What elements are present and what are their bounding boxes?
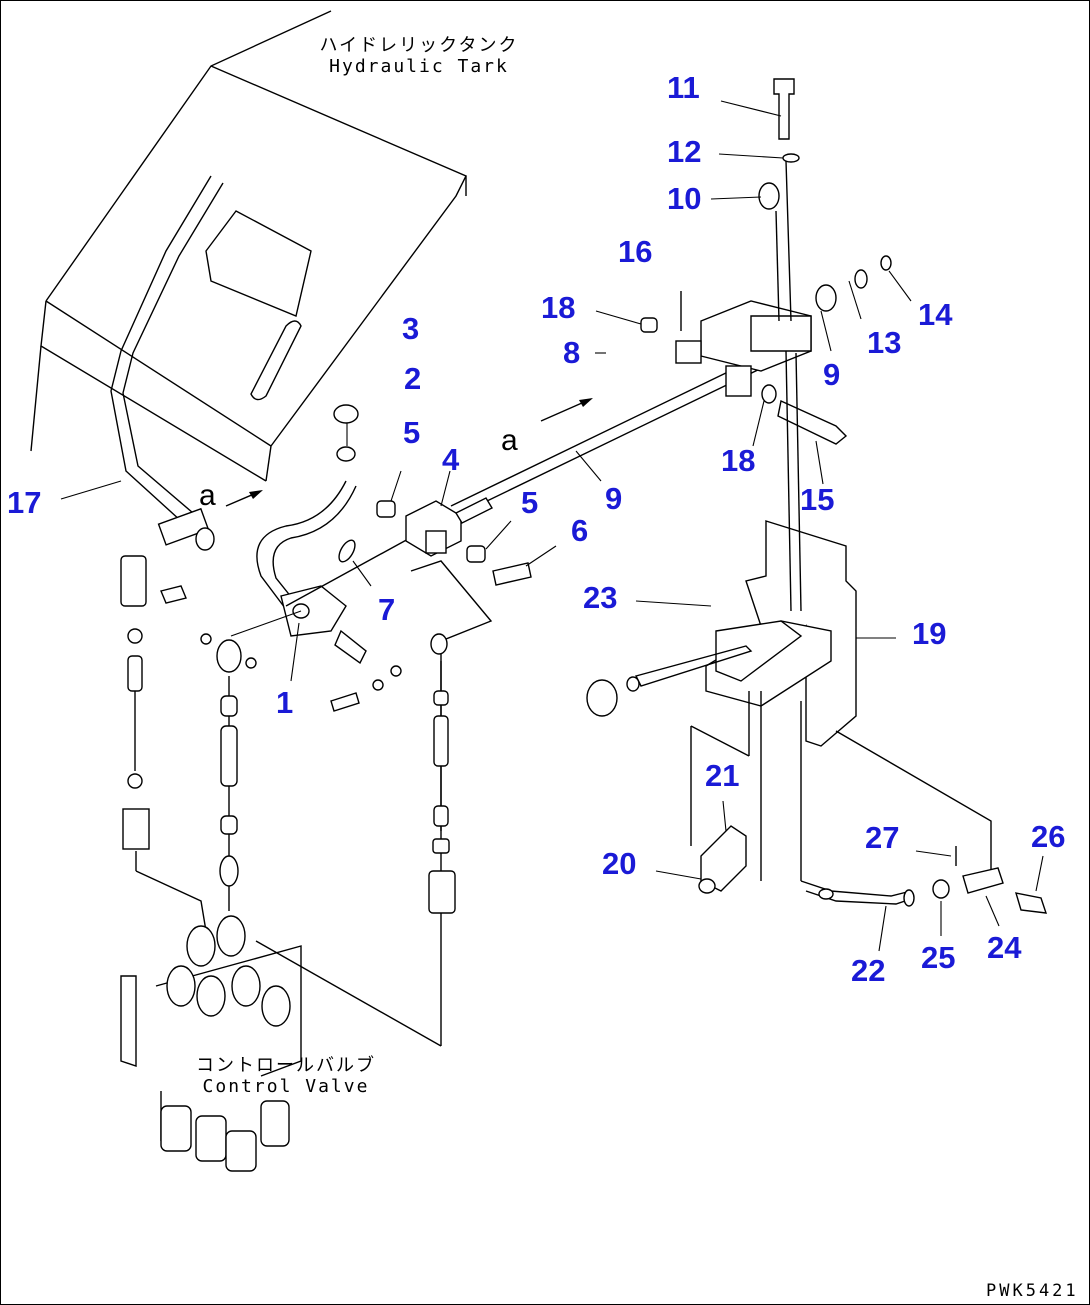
callout-1: 1 bbox=[276, 685, 294, 720]
hydraulic-tank-caption: ハイドレリックタンク Hydraulic Tark bbox=[319, 35, 519, 77]
callout-3: 3 bbox=[402, 311, 420, 346]
callout-18b: 18 bbox=[721, 443, 756, 478]
bracket-4 bbox=[376, 497, 532, 1046]
callout-10: 10 bbox=[667, 181, 702, 216]
hydraulic-tank-en-label: Hydraulic Tark bbox=[329, 55, 509, 77]
callout-26: 26 bbox=[1031, 819, 1066, 854]
middle-rod-chain bbox=[200, 633, 257, 911]
control-valve bbox=[120, 915, 442, 1172]
hydraulic-tank-jp-label: ハイドレリックタンク bbox=[319, 35, 519, 56]
callout-12: 12 bbox=[667, 134, 702, 169]
callout-24: 24 bbox=[987, 930, 1022, 965]
callout-5b: 5 bbox=[521, 485, 539, 520]
callout-6: 6 bbox=[571, 513, 589, 548]
callout-21: 21 bbox=[705, 758, 740, 793]
left-rod-chain bbox=[120, 555, 207, 932]
callout-18a: 18 bbox=[541, 290, 576, 325]
callout-4: 4 bbox=[442, 442, 460, 477]
pipe-17 bbox=[110, 175, 224, 551]
callout-9a: 9 bbox=[823, 357, 841, 392]
callout-27: 27 bbox=[865, 820, 900, 855]
lower-rod-assembly bbox=[800, 846, 1048, 914]
callout-16: 16 bbox=[618, 234, 653, 269]
control-valve-jp-label: コントロールバルブ bbox=[196, 1055, 376, 1076]
hose-assembly bbox=[230, 404, 367, 665]
hydraulic-tank bbox=[30, 10, 467, 482]
callout-23: 23 bbox=[583, 580, 618, 615]
control-valve-en-label: Control Valve bbox=[202, 1075, 370, 1097]
callout-25: 25 bbox=[921, 940, 956, 975]
callout-17: 17 bbox=[7, 485, 42, 520]
callout-20: 20 bbox=[602, 846, 637, 881]
callout-15: 15 bbox=[800, 482, 835, 517]
callout-22: 22 bbox=[851, 953, 886, 988]
section-mark-left: a bbox=[199, 479, 216, 512]
callout-13: 13 bbox=[867, 325, 902, 360]
section-arrows bbox=[225, 398, 593, 507]
callout-5a: 5 bbox=[403, 415, 421, 450]
callout-11: 11 bbox=[667, 70, 700, 105]
callout-7: 7 bbox=[378, 592, 396, 627]
section-mark-right: a bbox=[501, 424, 518, 457]
leader-lines bbox=[60, 100, 1044, 952]
callout-19: 19 bbox=[912, 616, 947, 651]
drawing-code: PWK5421 bbox=[986, 1281, 1079, 1301]
callout-2: 2 bbox=[404, 361, 422, 396]
callout-8: 8 bbox=[563, 335, 581, 370]
lever-bracket-19 bbox=[586, 520, 992, 894]
right-rod-chain bbox=[330, 661, 456, 914]
control-valve-caption: コントロールバルブ Control Valve bbox=[186, 1055, 386, 1097]
upper-lever-assembly bbox=[640, 78, 892, 612]
callout-9b: 9 bbox=[605, 481, 623, 516]
callout-14: 14 bbox=[918, 297, 953, 332]
